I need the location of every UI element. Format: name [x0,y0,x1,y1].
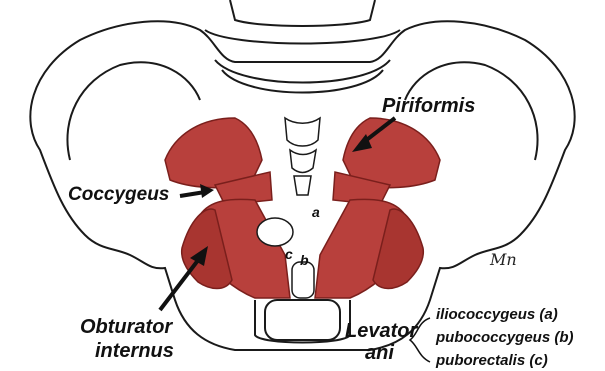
artist-signature: Mn [490,250,517,269]
levator-label-line2: ani [365,342,394,365]
obturator-label-line2: internus [95,340,174,363]
levator-label-line1: Levator [345,320,417,343]
letter-a: a [312,204,320,220]
levator-part-pubococcygeus: pubococcygeus (b) [436,329,574,346]
letter-b: b [300,252,309,268]
levator-part-puborectalis: puborectalis (c) [436,352,548,369]
obturator-label-line1: Obturator [80,316,172,339]
coccygeus-label: Coccygeus [68,184,169,206]
levator-part-iliococcygeus: iliococcygeus (a) [436,306,558,323]
letter-c: c [285,246,293,262]
piriformis-label: Piriformis [382,95,475,118]
